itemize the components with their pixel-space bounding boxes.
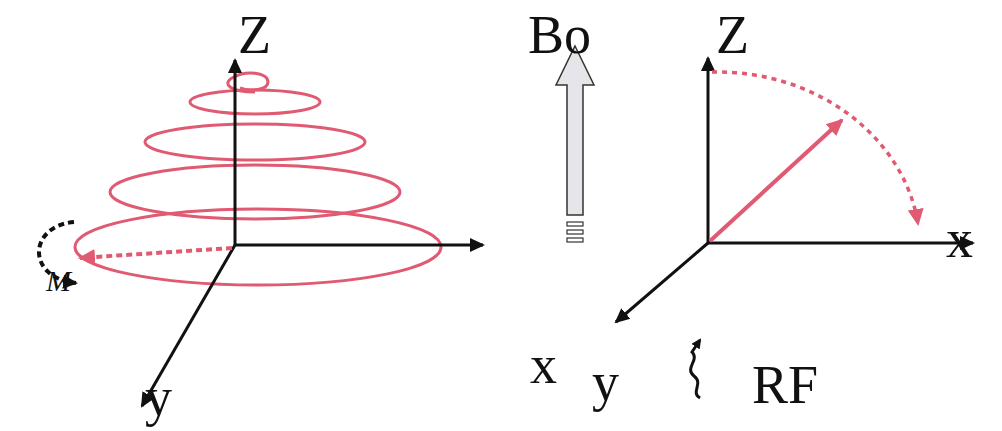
left-axes (142, 60, 483, 406)
axis-label: y (592, 355, 619, 409)
flip-arc (712, 72, 918, 224)
vector-label: M (46, 266, 71, 296)
field-label: Bo (528, 8, 591, 62)
rf-label: RF (752, 358, 818, 412)
right-axes (616, 58, 973, 322)
tipped-vector (710, 120, 842, 241)
axis-label: Z (716, 8, 749, 62)
axis-label: x (946, 212, 973, 266)
b0-arrow (556, 46, 594, 242)
magnetization-vector (80, 248, 232, 258)
axis-label: y (145, 370, 172, 424)
axis-label: x (530, 338, 557, 392)
axis-label: Z (238, 8, 271, 62)
rf-pulse (691, 340, 700, 398)
precession-spiral (75, 73, 441, 285)
